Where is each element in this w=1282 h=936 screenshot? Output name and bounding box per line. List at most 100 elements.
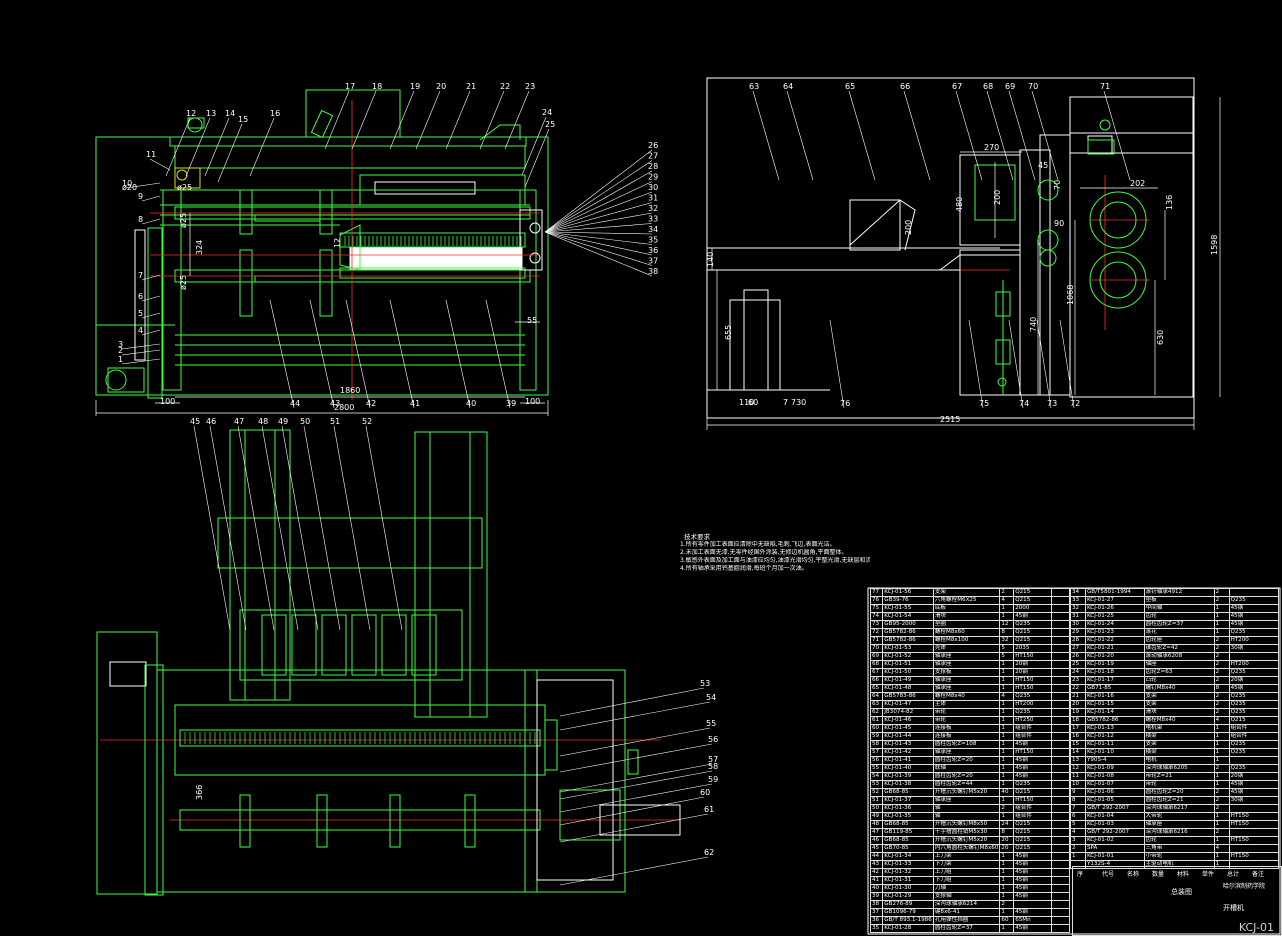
bom-cell: 支架	[1143, 700, 1215, 709]
bom-cell: 支撑轴	[932, 892, 1001, 901]
part-balloon: 58	[708, 762, 718, 771]
dim-label: 730	[791, 398, 806, 407]
bom-cell: 38	[869, 900, 884, 909]
bom-cell: 32	[999, 636, 1015, 645]
bom-cell: 1	[1213, 836, 1230, 845]
bom-cell: 壳体	[932, 644, 1001, 653]
bom-cell: SPA	[1084, 844, 1145, 853]
bom-cell: 3	[1070, 836, 1086, 845]
bom-cell: KCJ-01-16	[1084, 692, 1145, 701]
bom-cell: KCJ-01-41	[882, 756, 934, 765]
bom-cell: 组合件	[1013, 812, 1052, 821]
part-balloon: 19	[410, 82, 420, 91]
bom-cell: 28	[1070, 636, 1086, 645]
bom-cell: Q215	[1013, 828, 1052, 837]
bom-cell	[1050, 668, 1071, 677]
bom-cell: 29	[1070, 628, 1086, 637]
bom-cell: 59	[869, 732, 884, 741]
bom-cell: HT150	[1228, 812, 1280, 821]
bom-cell: 73	[869, 620, 884, 629]
leader-line	[485, 299, 511, 409]
bom-cell: GB5782-86	[882, 628, 934, 637]
bom-cell: 轴	[932, 812, 1001, 821]
leader-line	[544, 202, 653, 233]
part-balloon: 28	[648, 162, 658, 171]
bom-cell: 圆柱齿轮Z=37	[1143, 620, 1215, 629]
dim-label: 202	[1130, 179, 1145, 188]
bom-cell: KCJ-01-34	[882, 852, 934, 861]
bom-cell: 2	[999, 900, 1015, 909]
bom-cell: 轴承座	[932, 748, 1001, 757]
bom-cell: 46	[869, 836, 884, 845]
bom-cell: HT200	[1228, 660, 1280, 669]
bom-cell: HT150	[1013, 748, 1052, 757]
part-balloon: 69	[1005, 82, 1015, 91]
dim-label: 110	[739, 398, 754, 407]
bom-cell	[1050, 780, 1071, 789]
bom-cell: 1	[1213, 628, 1230, 637]
bom-cell	[1228, 588, 1280, 597]
bom-cell: 2	[1213, 804, 1230, 813]
bom-cell: 2	[1213, 700, 1230, 709]
leader-line	[351, 90, 377, 150]
bom-cell: 1	[999, 772, 1015, 781]
dim-label: ø25	[177, 183, 192, 192]
gear-upper	[1089, 191, 1147, 249]
part-balloon: 37	[648, 257, 658, 266]
bom-cell	[1228, 828, 1280, 837]
bom-cell: 横梁	[1143, 732, 1215, 741]
leader-line	[559, 796, 705, 826]
bom-cell: 74	[869, 612, 884, 621]
part-balloon: 22	[500, 82, 510, 91]
bom-cell: 深沟球轴承6216	[1143, 828, 1215, 837]
bom-cell	[1050, 892, 1071, 901]
bom-cell: 11	[1070, 772, 1086, 781]
leader-line	[1008, 90, 1036, 181]
bom-cell: 1	[1213, 748, 1230, 757]
cutter-roll-white	[349, 246, 523, 270]
bom-cell: 轴承座	[932, 684, 1001, 693]
bom-cell	[1050, 788, 1071, 797]
bom-cell: 45钢	[1228, 788, 1280, 797]
bom-cell: 65Mn	[1013, 916, 1052, 925]
part-balloon: 25	[545, 120, 555, 129]
bom-cell: 70	[869, 644, 884, 653]
bom-cell: 1	[1213, 820, 1230, 829]
bom-cell: Q215	[1013, 844, 1052, 853]
bom-cell	[1050, 708, 1071, 717]
bom-cell: HT150	[1013, 796, 1052, 805]
technical-requirements: 技术要求 1.所有零件加工表面应清除中无缺陷,毛刺,飞边,表面光洁。 2.未加工…	[680, 533, 870, 573]
part-balloon: 76	[840, 399, 850, 408]
bom-cell: KCJ-01-22	[1084, 636, 1145, 645]
bom-cell: 16	[1070, 732, 1086, 741]
part-balloon: 23	[525, 82, 535, 91]
bom-cell	[1050, 908, 1071, 917]
bom-cell: GB5782-86	[1084, 716, 1145, 725]
bom-cell: 螺栓M8x100	[932, 636, 1001, 645]
leader-line	[121, 343, 161, 350]
bom-cell: 20钢	[1013, 668, 1052, 677]
bom-cell: 2	[1213, 636, 1230, 645]
bom-cell: 55	[869, 764, 884, 773]
part-balloon: 49	[278, 417, 288, 426]
bom-cell: KCJ-01-45	[882, 724, 934, 733]
bom-cell: KCJ-01-13	[1084, 724, 1145, 733]
leader-line	[309, 299, 335, 409]
bom-cell: 2	[1213, 652, 1230, 661]
bom-cell: 轴	[932, 804, 1001, 813]
dim-label: 366	[195, 785, 204, 800]
part-balloon: 66	[900, 82, 910, 91]
